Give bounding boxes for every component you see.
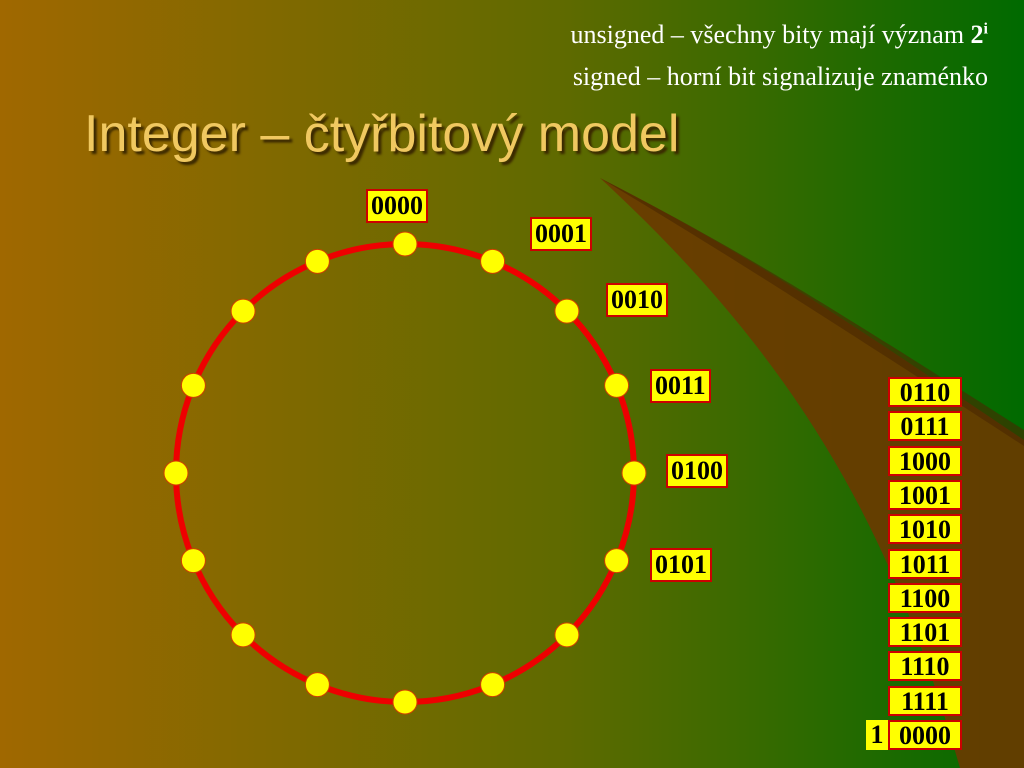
circle-dot	[554, 298, 580, 324]
carry-digit: 1	[866, 720, 888, 750]
circle-dot	[604, 372, 630, 398]
circle-dot	[621, 460, 647, 486]
circle-dot	[392, 231, 418, 257]
circle-label: 0101	[650, 548, 712, 582]
stack-value: 1011	[888, 548, 962, 579]
stack-value: 1100	[888, 582, 962, 613]
circle-dot	[180, 548, 206, 574]
stack-value: 1101	[888, 617, 962, 648]
circle-dot	[604, 548, 630, 574]
slide-title: Integer – čtyřbitový model	[84, 105, 680, 163]
stack-value: 1110	[888, 651, 962, 682]
stack-value: 1111	[888, 685, 962, 716]
subtitle-signed: signed – horní bit signalizuje znaménko	[572, 62, 988, 91]
circle-dot	[304, 672, 330, 698]
circle-dot	[180, 372, 206, 398]
circle-dot	[230, 622, 256, 648]
power-exponent: i	[983, 20, 988, 38]
circle-dot	[304, 248, 330, 274]
circle-dot	[480, 248, 506, 274]
stack-value: 0111	[888, 411, 962, 442]
power-base: 2	[970, 20, 984, 49]
circle-label: 0000	[366, 189, 428, 223]
circle-dot	[230, 298, 256, 324]
circle-label: 0011	[650, 369, 711, 403]
circle-label: 0001	[530, 217, 592, 251]
stack-value: 1001	[888, 479, 962, 510]
circle-dot	[392, 689, 418, 715]
bit-circle	[163, 231, 647, 715]
stack-value: 1010	[888, 514, 962, 545]
subtitle-unsigned-text: unsigned – všechny bity mají význam	[570, 20, 971, 49]
circle-dot	[163, 460, 189, 486]
subtitle-unsigned: unsigned – všechny bity mají význam 2i	[571, 20, 989, 50]
stack-value: 0000	[888, 720, 962, 750]
circle-label: 0010	[606, 283, 668, 317]
circle-label: 0100	[666, 454, 728, 488]
circle-dot	[480, 672, 506, 698]
circle-dot	[554, 622, 580, 648]
stack-value: 0110	[888, 377, 962, 407]
stack-value: 1000	[888, 445, 962, 476]
